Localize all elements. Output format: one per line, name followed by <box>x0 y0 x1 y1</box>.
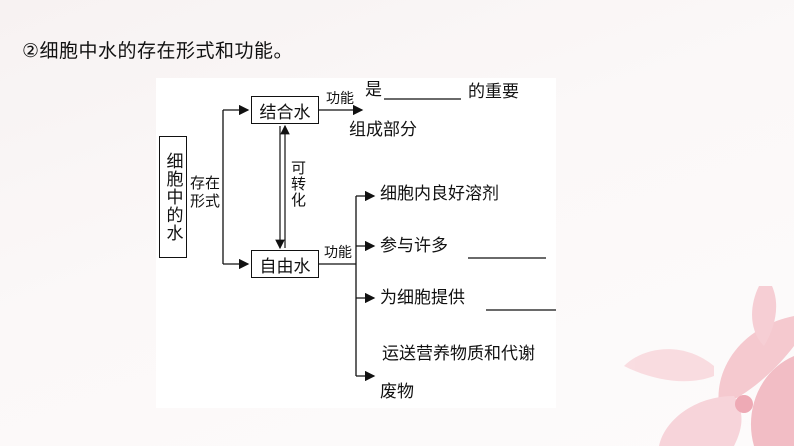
bound-function-prefix: 是 <box>365 80 382 100</box>
bound-function-label: 功能 <box>326 91 354 107</box>
free-function-label: 功能 <box>324 245 352 261</box>
bound-function-suffix: 的重要 <box>468 82 519 102</box>
free-function-item-1: 细胞内良好溶剂 <box>380 184 499 204</box>
bound-water-label: 结合水 <box>259 102 311 123</box>
bound-function-line2: 组成部分 <box>349 120 417 140</box>
convertible-label: 可转化 <box>289 160 307 208</box>
diagram-lines <box>222 98 556 382</box>
root-box: 细胞中的水 <box>159 136 187 258</box>
bound-water-box: 结合水 <box>251 96 319 124</box>
slide-title: ②细胞中水的存在形式和功能。 <box>22 40 294 62</box>
free-function-item-2: 参与许多 <box>380 236 448 256</box>
free-water-box: 自由水 <box>251 250 319 278</box>
water-forms-diagram: 细胞中的水 存在 形式 结合水 自由水 可转化 功能 功能 是 的重要 组成部分… <box>156 78 556 408</box>
free-function-item-5: 废物 <box>380 382 414 402</box>
free-function-item-4: 运送营养物质和代谢 <box>382 344 535 364</box>
existence-label-line2: 形式 <box>190 192 221 210</box>
free-water-label: 自由水 <box>259 256 311 277</box>
root-label: 细胞中的水 <box>162 152 183 242</box>
decorative-flower-image <box>624 286 794 446</box>
existence-label-line1: 存在 <box>190 174 221 192</box>
free-function-item-3: 为细胞提供 <box>380 288 465 308</box>
